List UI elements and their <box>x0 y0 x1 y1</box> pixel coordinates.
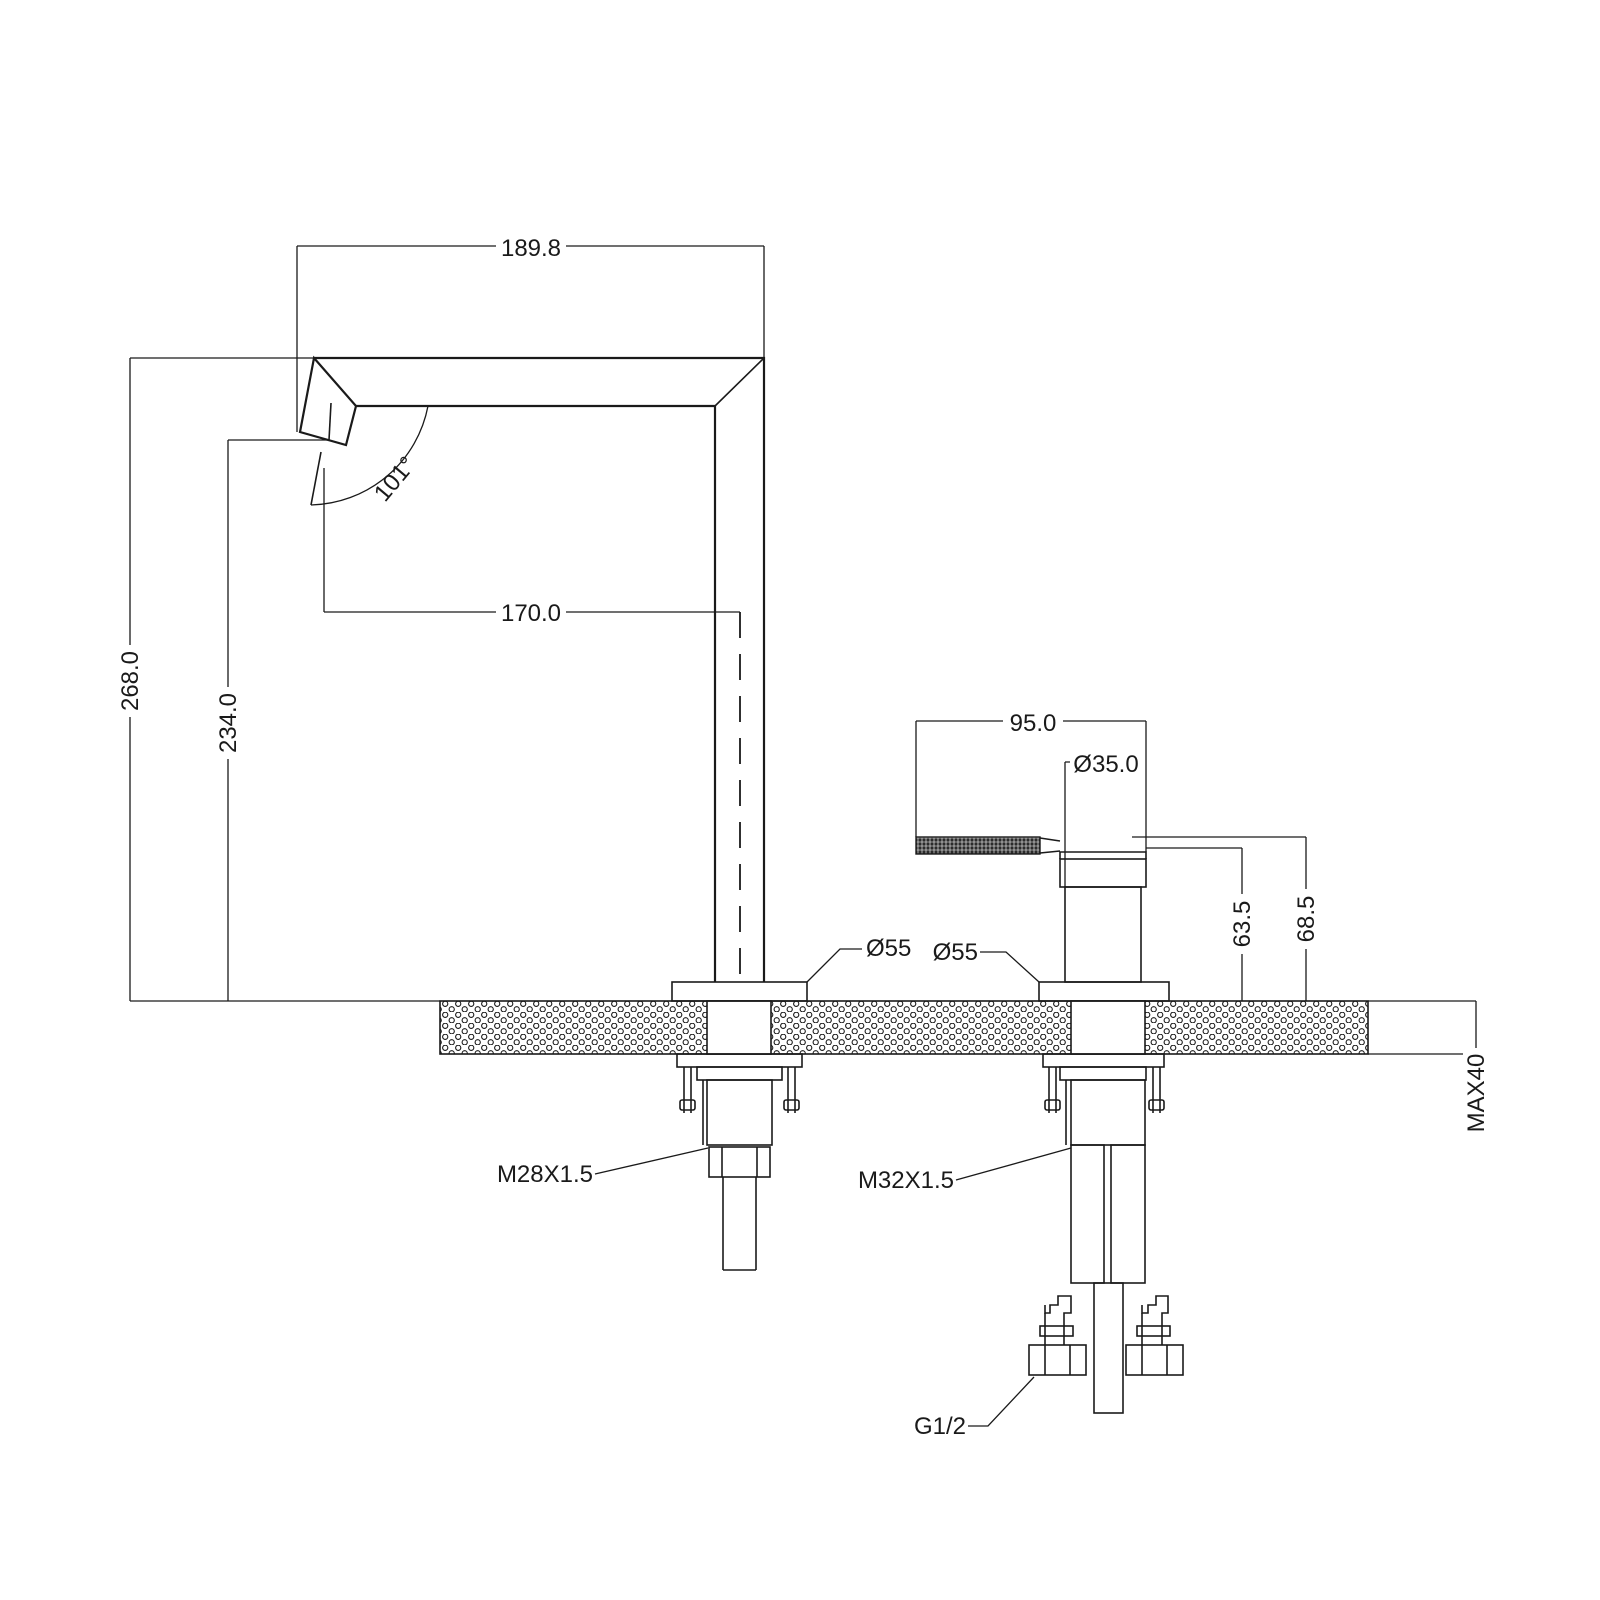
spout-base <box>671 981 808 1271</box>
handle-body-diameter-label: Ø35.0 <box>1073 751 1138 778</box>
max-deck-thickness-label: MAX40 <box>1463 1054 1490 1133</box>
handle-thread-label: M32X1.5 <box>858 1167 954 1194</box>
outlet-angle-label: 101° <box>369 451 422 506</box>
dimension-labels: 189.8 170.0 268.0 234.0 101° Ø55 Ø55 95.… <box>117 233 1490 1440</box>
handle-base-diameter-label: Ø55 <box>933 939 978 966</box>
countertop-section <box>439 1000 1369 1055</box>
total-height-label: 268.0 <box>117 651 144 711</box>
outlet-height-label: 234.0 <box>215 693 242 753</box>
handle-valve <box>915 836 1184 1414</box>
handle-length-label: 95.0 <box>1010 710 1057 737</box>
handle-height-low-label: 63.5 <box>1229 901 1256 948</box>
dimension-lines <box>129 245 1477 1427</box>
supply-connection-label: G1/2 <box>914 1413 966 1440</box>
spout-reach-label: 170.0 <box>501 600 561 627</box>
handle-height-high-label: 68.5 <box>1293 896 1320 943</box>
spout-body <box>298 355 766 982</box>
spout-width-label: 189.8 <box>501 235 561 262</box>
spout-thread-label: M28X1.5 <box>497 1161 593 1188</box>
spout-base-diameter-label: Ø55 <box>866 935 911 962</box>
